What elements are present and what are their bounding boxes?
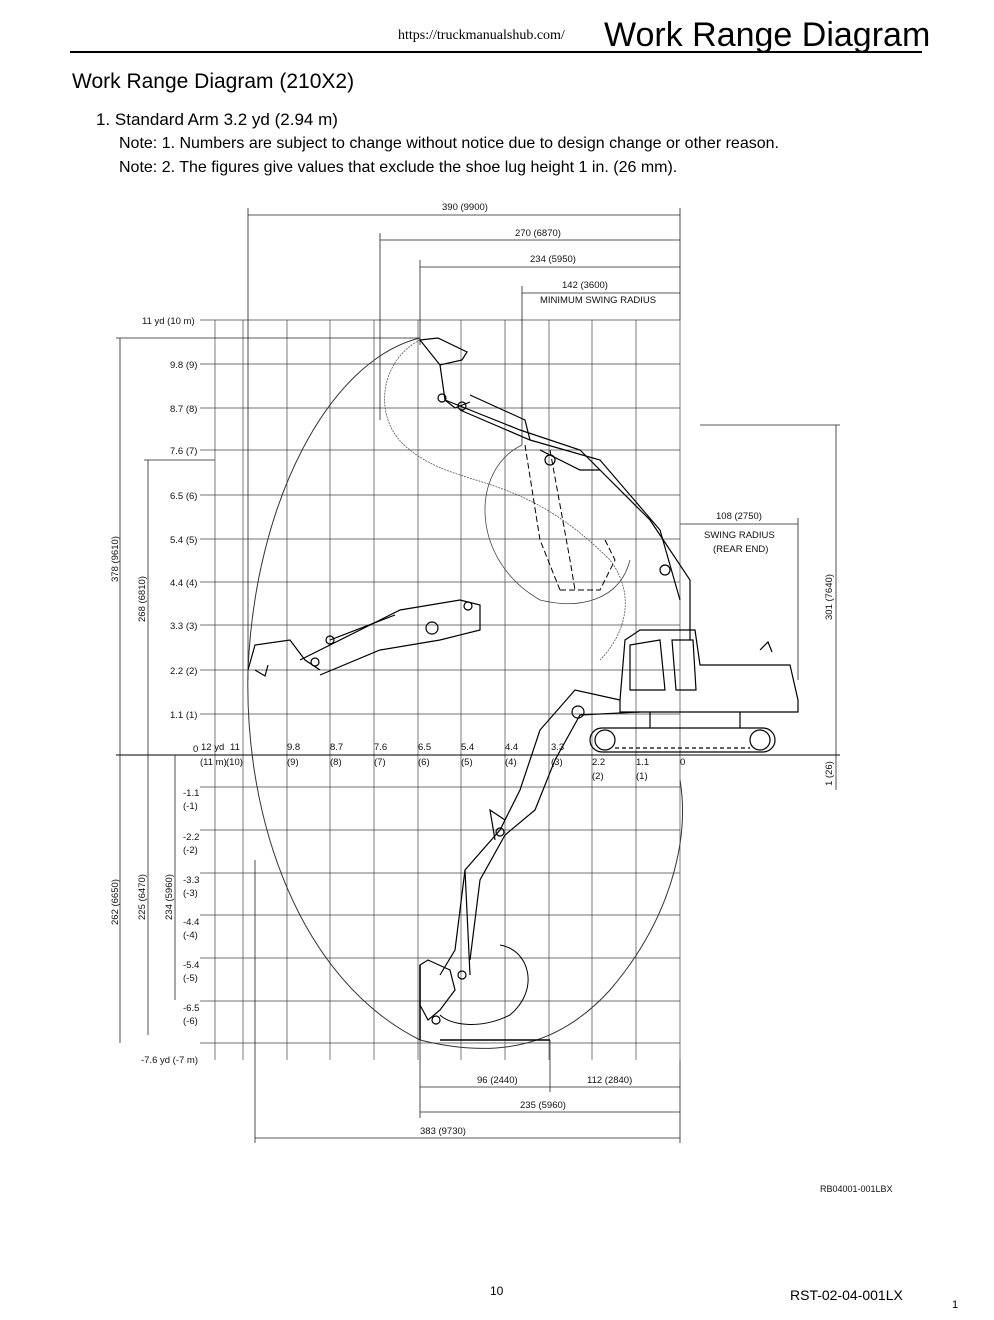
y-label: 7.6 (7) [170, 446, 197, 457]
y-label: 8.7 (8) [170, 404, 197, 415]
subsection-title: 1. Standard Arm 3.2 yd (2.94 m) [96, 110, 338, 129]
dim-bottom-2: 112 (2840) [587, 1075, 632, 1086]
x-label: (5) [461, 757, 473, 768]
boom-ground-reach [247, 599, 481, 677]
bottom-dimensions [254, 860, 681, 1143]
y-label: -5.4 [183, 960, 199, 971]
right-dimensions [680, 424, 840, 790]
page-number: 10 [490, 1284, 504, 1298]
x-label: 8.7 [330, 742, 343, 753]
dim-right-2: 1 (26) [824, 761, 835, 786]
y-axis-labels-up: 11 yd (10 m) 9.8 (9) 8.7 (8) 7.6 (7) 6.5… [142, 316, 198, 755]
header-rule [70, 51, 922, 53]
y-label: (-6) [183, 1016, 198, 1027]
dim-bottom-1: 96 (2440) [477, 1075, 518, 1086]
figure-code: RB04001-001LBX [820, 1184, 893, 1194]
dim-left-3: 262 (6650) [110, 879, 121, 925]
swing-radius-label-2: (REAR END) [713, 544, 768, 555]
dim-top-4: 142 (3600) [562, 280, 608, 291]
y-label: 2.2 (2) [170, 666, 197, 677]
y-label: (-5) [183, 973, 198, 984]
x-label: (11 m) [200, 757, 227, 768]
reach-envelope [247, 337, 683, 1049]
dim-left-4: 225 (6470) [137, 874, 148, 920]
dim-left-2: 268 (6810) [137, 576, 148, 622]
y-axis-labels-down: -1.1 (-1) -2.2 (-2) -3.3 (-3) -4.4 (-4) … [141, 788, 199, 1066]
y-label: 5.4 (5) [170, 535, 197, 546]
x-label: 0 [680, 757, 685, 768]
note-2: Note: 2. The figures give values that ex… [119, 159, 678, 176]
x-label: (9) [287, 757, 299, 768]
arm-retracted [524, 444, 616, 591]
boom-max-height [418, 337, 691, 640]
y-label: -6.5 [183, 1003, 199, 1014]
x-axis-labels: 12 yd 11 9.8 8.7 7.6 6.5 5.4 4.4 3.3 2.2… [200, 742, 685, 782]
dim-top-1: 390 (9900) [442, 202, 488, 213]
y-label: 4.4 (4) [170, 578, 197, 589]
y-label: 6.5 (6) [170, 491, 197, 502]
x-label: 2.2 [592, 757, 605, 768]
y-label: (-4) [183, 930, 198, 941]
x-label: 1.1 [636, 757, 649, 768]
dim-bottom-3: 235 (5960) [520, 1100, 566, 1111]
y-label: -7.6 yd (-7 m) [141, 1055, 198, 1066]
x-label: 4.4 [505, 742, 518, 753]
x-label: 9.8 [287, 742, 300, 753]
left-dimensions [116, 337, 420, 1043]
y-label: 3.3 (3) [170, 621, 197, 632]
x-label: (1) [636, 771, 648, 782]
x-label: 3.3 [551, 742, 564, 753]
x-label: (3) [551, 757, 563, 768]
dim-left-5: 234 (5960) [164, 874, 175, 920]
bucket-arc [439, 944, 529, 1025]
x-label: 5.4 [461, 742, 474, 753]
dim-top-3: 234 (5950) [530, 254, 576, 265]
corner-number: 1 [952, 1299, 959, 1311]
doc-code: RST-02-04-001LX [790, 1287, 903, 1303]
y-label: 9.8 (9) [170, 360, 197, 371]
y-label: -1.1 [183, 788, 199, 799]
x-label: 11 [230, 742, 240, 753]
top-dimensions [247, 208, 681, 680]
y-label: -3.3 [183, 875, 199, 886]
excavator-body [589, 629, 799, 753]
y-label: (-2) [183, 845, 198, 856]
x-label: (4) [505, 757, 517, 768]
x-label: 6.5 [418, 742, 431, 753]
y-label: 0 [193, 744, 198, 755]
y-label: (-1) [183, 801, 198, 812]
header-url: https://truckmanualshub.com/ [398, 28, 565, 43]
y-label: -4.4 [183, 917, 199, 928]
dim-bottom-4: 383 (9730) [420, 1126, 466, 1137]
header-title: Work Range Diagram [604, 16, 931, 54]
swing-radius-label-1: SWING RADIUS [704, 530, 775, 541]
x-label: (10) [226, 757, 243, 768]
y-label: (-3) [183, 888, 198, 899]
dim-top-2: 270 (6870) [515, 228, 561, 239]
boom-max-depth [419, 689, 641, 1025]
y-label: 11 yd (10 m) [142, 316, 195, 327]
swing-radius-value: 108 (2750) [716, 511, 762, 522]
section-title: Work Range Diagram (210X2) [72, 70, 355, 93]
x-label: 7.6 [374, 742, 387, 753]
min-swing-arc [484, 444, 631, 604]
inner-envelope [384, 339, 626, 661]
y-label: -2.2 [183, 832, 199, 843]
x-label: 12 yd [201, 742, 224, 753]
y-label: 1.1 (1) [170, 710, 197, 721]
x-label: (2) [592, 771, 604, 782]
note-1: Note: 1. Numbers are subject to change w… [119, 135, 779, 152]
x-label: (6) [418, 757, 430, 768]
dim-left-1: 378 (9610) [110, 536, 121, 582]
x-label: (7) [374, 757, 386, 768]
dim-right-1: 301 (7640) [824, 574, 835, 620]
grid [200, 319, 681, 1060]
x-label: (8) [330, 757, 342, 768]
min-swing-label: MINIMUM SWING RADIUS [540, 295, 656, 306]
